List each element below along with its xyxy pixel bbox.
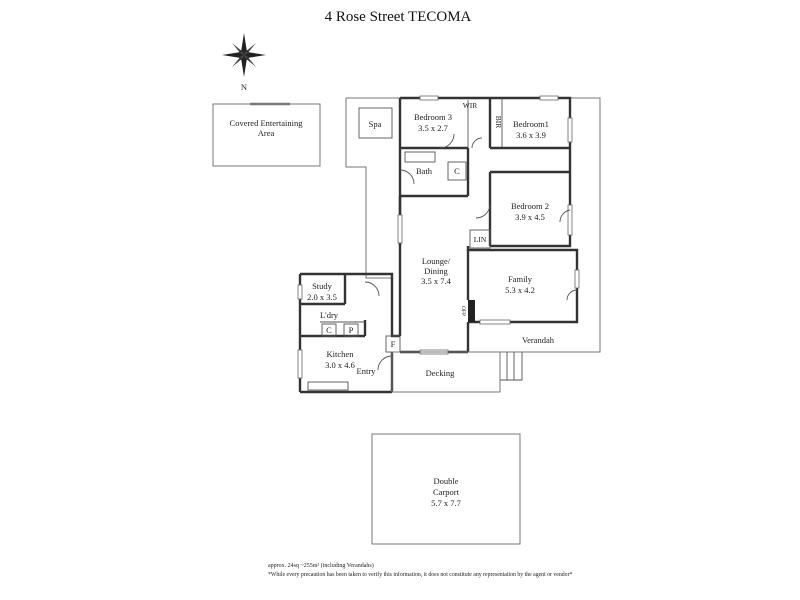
covered-entertaining-area: Covered Entertaining Area [212,102,321,167]
laundry-cupboard-label: C [326,325,332,335]
fireplace-label: OFP [460,306,466,316]
bedroom3-size: 3.5 x 2.7 [418,123,448,133]
bedroom1-size: 3.6 x 3.9 [516,130,546,140]
kitchen-size: 3.0 x 4.6 [325,360,355,370]
study-name: Study [312,281,333,291]
bedroom1-name: Bedroom1 [513,119,549,129]
area-footnote: approx. 24sq ~255m² (including Verandahs… [268,562,374,569]
doors [364,133,578,371]
bath-cupboard-label: C [454,166,460,176]
laundry-label: L'dry [320,310,339,320]
kitchen-name: Kitchen [327,349,355,359]
laundry-pantry-label: P [349,325,354,335]
entry-label: Entry [357,366,377,376]
study-size: 2.0 x 3.5 [307,292,337,302]
spa: Spa [358,107,393,139]
covered-entertaining-label: Covered Entertaining Area [229,118,303,138]
side-path [345,97,401,279]
lounge-name2: Dining [424,266,448,276]
spa-label: Spa [369,119,382,129]
f-cupboard-label: F [391,339,396,349]
disclaimer-footnote: *While every precaution has been taken t… [268,571,573,578]
bedroom3-name: Bedroom 3 [414,112,452,122]
bir-label: BIR [494,116,503,129]
bedroom2-name: Bedroom 2 [511,201,549,211]
verandah-label: Verandah [522,335,555,345]
bedroom2-size: 3.9 x 4.5 [515,212,545,222]
family-name: Family [508,274,533,284]
carport-size: 5.7 x 7.7 [431,498,461,508]
lounge-name: Lounge/ [422,256,451,266]
double-carport [371,433,521,545]
bath-label: Bath [416,166,433,176]
linen-label: LIN [474,235,487,244]
carport-name: Double [433,476,458,486]
lounge-size: 3.5 x 7.4 [421,276,452,286]
carport-name2: Carport [433,487,460,497]
decking-area [391,351,501,393]
compass-north-label: N [241,82,247,92]
wir-label: WIR [463,101,478,110]
house-walls [298,96,579,394]
family-size: 5.3 x 4.2 [505,285,535,295]
decking-label: Decking [426,368,456,378]
page-title: 4 Rose Street TECOMA [325,9,472,25]
compass-rose-icon [222,33,266,77]
